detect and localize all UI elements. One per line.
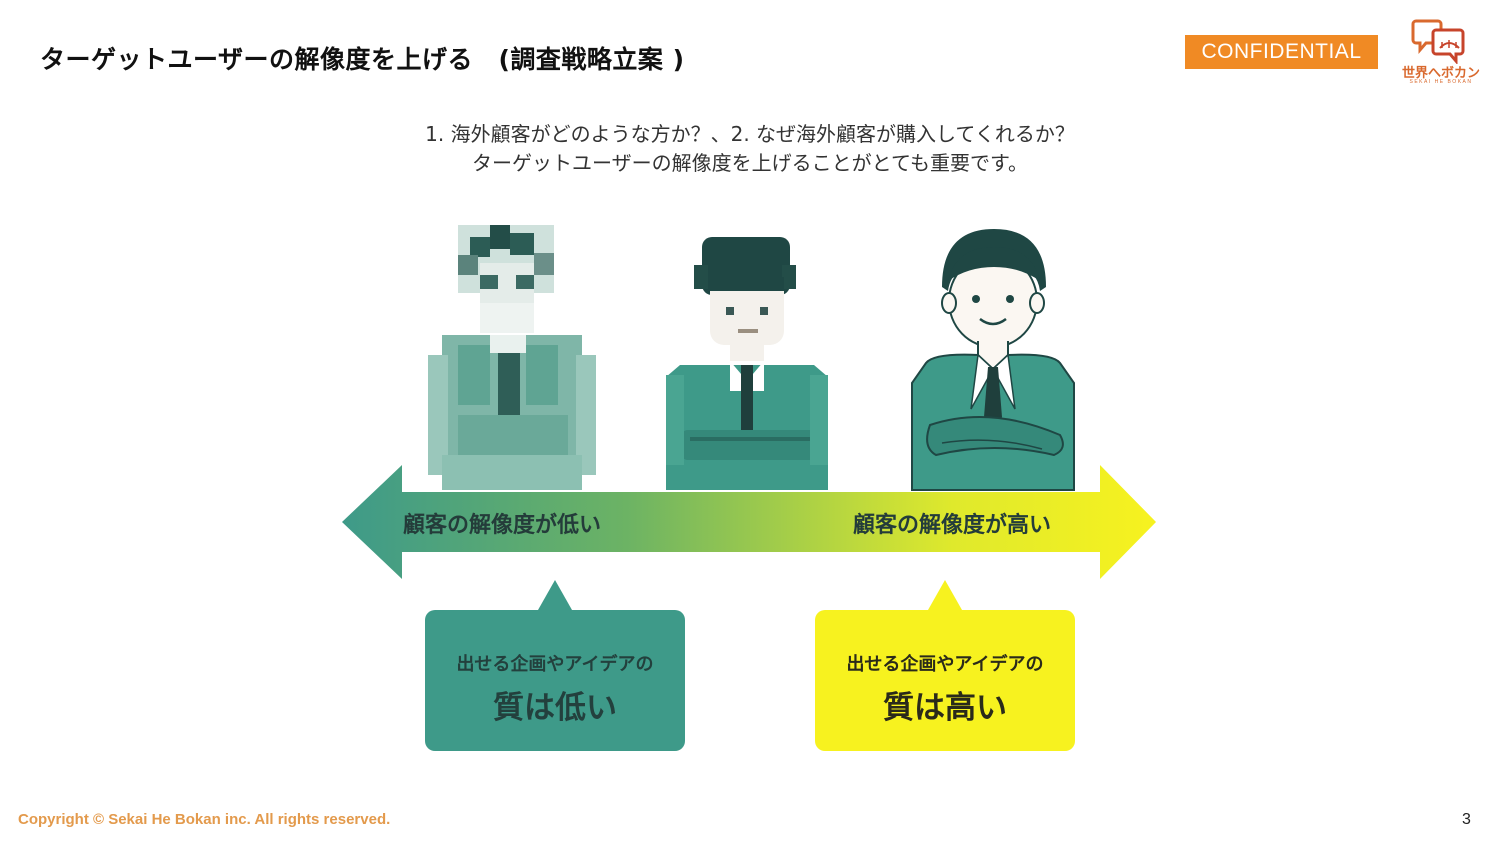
arrow-right-label: 顧客の解像度が高い xyxy=(853,513,1052,538)
confidential-badge: CONFIDENTIAL xyxy=(1185,35,1378,69)
person-clear-icon xyxy=(911,229,1075,491)
lead-line-1: 1. 海外顧客がどのような方か？、2. なぜ海外顧客が購入してくれるか？ xyxy=(425,122,1075,146)
bubble-low-quality-shape xyxy=(425,580,685,751)
page-number: 3 xyxy=(1462,811,1471,828)
bubble-low-quality: 出せる企画やアイデアの 質は低い xyxy=(425,610,685,751)
resolution-double-arrow xyxy=(342,465,1156,579)
lead-line-2: ターゲットユーザーの解像度を上げることがとても重要です。 xyxy=(472,151,1028,175)
logo-text: 世界へボカン xyxy=(1401,66,1480,81)
bubble-low-small-text: 出せる企画やアイデアの xyxy=(456,654,654,675)
bubble-high-big-text: 質は高い xyxy=(883,690,1007,726)
logo-subtext: SEKAI HE BOKAN xyxy=(1409,79,1473,85)
bubble-low-big-text: 質は低い xyxy=(493,690,617,726)
company-logo: 世界へボカン SEKAI HE BOKAN xyxy=(1396,18,1486,90)
bubble-high-quality-shape xyxy=(815,580,1075,751)
speech-bubbles-icon xyxy=(1411,19,1465,66)
bubble-high-small-text: 出せる企画やアイデアの xyxy=(846,654,1044,675)
slide-title: ターゲットユーザーの解像度を上げる (調査戦略立案 ) xyxy=(40,45,685,74)
person-semi-clear-icon xyxy=(666,237,828,490)
diagram-illustration xyxy=(342,225,1156,751)
resolution-diagram: 顧客の解像度が低い 顧客の解像度が高い 出せる企画やアイデアの 質は低い 出せる… xyxy=(330,215,1180,775)
person-blurred-icon xyxy=(428,225,596,490)
lead-text: 1. 海外顧客がどのような方か？、2. なぜ海外顧客が購入してくれるか？ ターゲ… xyxy=(250,120,1250,178)
arrow-left-label: 顧客の解像度が低い xyxy=(403,513,602,538)
bubble-high-quality: 出せる企画やアイデアの 質は高い xyxy=(815,610,1075,751)
copyright: Copyright © Sekai He Bokan inc. All righ… xyxy=(18,811,391,828)
